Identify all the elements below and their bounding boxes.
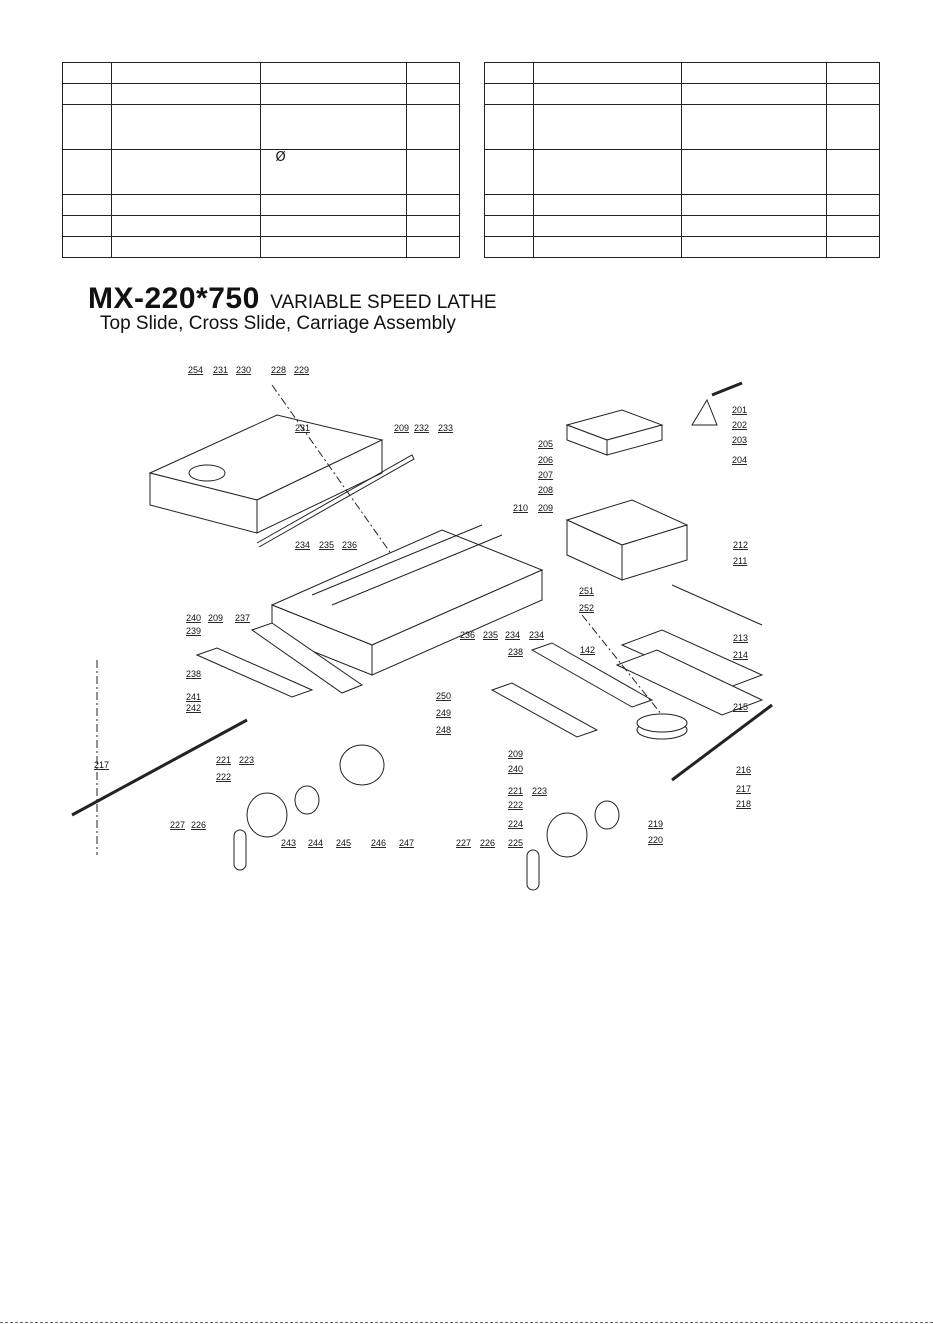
part-label: 219 bbox=[648, 819, 663, 829]
part-label: 203 bbox=[732, 435, 747, 445]
part-label: 228 bbox=[271, 365, 286, 375]
part-label: 231 bbox=[295, 423, 310, 433]
part-label: 229 bbox=[294, 365, 309, 375]
part-label: 242 bbox=[186, 703, 201, 713]
exploded-parts-diagram: 254 231 230 228 229 231 209 232 233 201 … bbox=[71, 365, 773, 891]
part-label: 201 bbox=[732, 405, 747, 415]
page-bottom-rule bbox=[0, 1322, 933, 1323]
part-label: 245 bbox=[336, 838, 351, 848]
part-label: 231 bbox=[213, 365, 228, 375]
part-label: 218 bbox=[736, 799, 751, 809]
diameter-symbol: Ø bbox=[260, 149, 407, 195]
part-label: 223 bbox=[532, 786, 547, 796]
part-label: 214 bbox=[733, 650, 748, 660]
part-label: 226 bbox=[191, 820, 206, 830]
part-label: 247 bbox=[399, 838, 414, 848]
part-label: 225 bbox=[508, 838, 523, 848]
part-label: 236 bbox=[460, 630, 475, 640]
part-label: 244 bbox=[308, 838, 323, 848]
part-label: 234 bbox=[529, 630, 544, 640]
part-label: 227 bbox=[170, 820, 185, 830]
parts-table-right bbox=[484, 62, 880, 258]
part-label: 215 bbox=[733, 702, 748, 712]
assembly-subtitle: Top Slide, Cross Slide, Carriage Assembl… bbox=[100, 313, 456, 334]
part-label: 142 bbox=[580, 645, 595, 655]
part-label: 226 bbox=[480, 838, 495, 848]
part-label: 240 bbox=[508, 764, 523, 774]
part-label: 235 bbox=[483, 630, 498, 640]
page-title: MX-220*750 VARIABLE SPEED LATHE bbox=[88, 282, 497, 316]
part-label: 210 bbox=[513, 503, 528, 513]
part-label: 235 bbox=[319, 540, 334, 550]
part-label: 212 bbox=[733, 540, 748, 550]
part-label: 246 bbox=[371, 838, 386, 848]
part-label: 216 bbox=[736, 765, 751, 775]
part-label: 252 bbox=[579, 603, 594, 613]
part-label: 239 bbox=[186, 626, 201, 636]
part-label: 248 bbox=[436, 725, 451, 735]
diagram-part-labels: 254 231 230 228 229 231 209 232 233 201 … bbox=[94, 365, 751, 848]
part-label: 208 bbox=[538, 485, 553, 495]
part-label: 205 bbox=[538, 439, 553, 449]
part-label: 222 bbox=[216, 772, 231, 782]
diagram-drawing bbox=[71, 381, 773, 891]
part-label: 234 bbox=[505, 630, 520, 640]
parts-table-left: Ø bbox=[61, 62, 461, 258]
part-label: 243 bbox=[281, 838, 296, 848]
part-label: 227 bbox=[456, 838, 471, 848]
part-label: 204 bbox=[732, 455, 747, 465]
part-label: 237 bbox=[235, 613, 250, 623]
part-label: 224 bbox=[508, 819, 523, 829]
part-label: 209 bbox=[508, 749, 523, 759]
part-label: 202 bbox=[732, 420, 747, 430]
machine-kind: VARIABLE SPEED LATHE bbox=[270, 292, 497, 313]
part-label: 250 bbox=[436, 691, 451, 701]
part-label: 217 bbox=[736, 784, 751, 794]
part-label: 240 bbox=[186, 613, 201, 623]
part-label: 230 bbox=[236, 365, 251, 375]
part-label: 233 bbox=[438, 423, 453, 433]
model-name: MX-220*750 bbox=[88, 282, 260, 315]
part-label: 211 bbox=[733, 556, 747, 566]
part-label: 207 bbox=[538, 470, 553, 480]
part-label: 234 bbox=[295, 540, 310, 550]
part-label: 213 bbox=[733, 633, 748, 643]
part-label: 209 bbox=[538, 503, 553, 513]
part-label: 238 bbox=[508, 647, 523, 657]
part-label: 249 bbox=[436, 708, 451, 718]
part-label: 251 bbox=[579, 586, 594, 596]
part-label: 223 bbox=[239, 755, 254, 765]
part-label: 209 bbox=[394, 423, 409, 433]
part-label: 238 bbox=[186, 669, 201, 679]
part-label: 221 bbox=[508, 786, 523, 796]
part-label: 217 bbox=[94, 760, 109, 770]
part-label: 220 bbox=[648, 835, 663, 845]
part-label: 236 bbox=[342, 540, 357, 550]
part-label: 232 bbox=[414, 423, 429, 433]
part-label: 222 bbox=[508, 800, 523, 810]
part-label: 241 bbox=[186, 692, 201, 702]
part-label: 254 bbox=[188, 365, 203, 375]
part-label: 206 bbox=[538, 455, 553, 465]
part-label: 221 bbox=[216, 755, 231, 765]
part-label: 209 bbox=[208, 613, 223, 623]
